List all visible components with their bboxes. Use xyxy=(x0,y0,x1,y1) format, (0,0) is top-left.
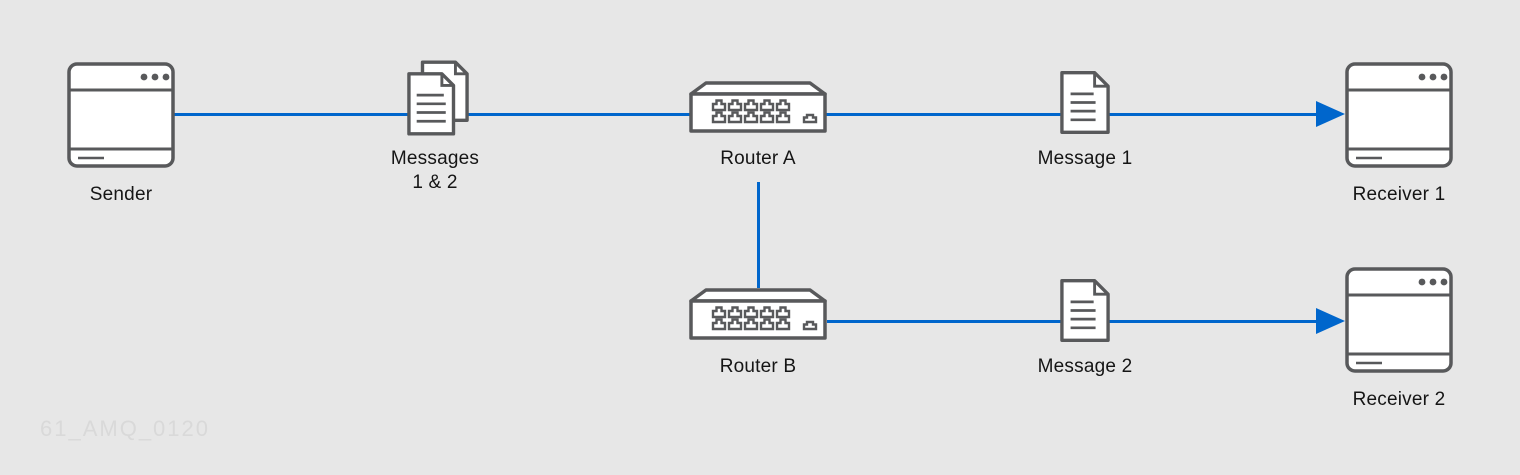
router-a-label: Router A xyxy=(720,148,796,169)
receiver-2-node xyxy=(1345,267,1453,373)
sender-node xyxy=(67,62,175,168)
message-2-node xyxy=(1060,278,1110,343)
messages-label-line2: 1 & 2 xyxy=(412,172,458,193)
receiver-1-label: Receiver 1 xyxy=(1352,184,1446,205)
arrowhead-into-receiver1-icon xyxy=(1316,101,1345,127)
message-1-label: Message 1 xyxy=(1037,148,1133,169)
router-a-node xyxy=(689,81,827,133)
receiver-2-label: Receiver 2 xyxy=(1352,389,1446,410)
router-b-label: Router B xyxy=(719,356,797,377)
network-router-icon xyxy=(689,288,827,340)
message-1-node xyxy=(1060,70,1110,135)
messages-node xyxy=(407,60,469,136)
connector-routerA-to-routerB xyxy=(757,182,760,288)
document-icon xyxy=(1060,279,1110,342)
watermark-text: 61_AMQ_0120 xyxy=(40,416,210,441)
network-router-icon xyxy=(689,81,827,133)
messages-label-line1: Messages xyxy=(390,148,480,169)
document-icon xyxy=(1060,71,1110,134)
message-2-label: Message 2 xyxy=(1037,356,1133,377)
browser-window-icon xyxy=(67,62,175,168)
sender-label: Sender xyxy=(89,184,153,205)
router-ports xyxy=(711,99,818,124)
router-b-node xyxy=(689,288,827,340)
browser-window-icon xyxy=(1345,62,1453,168)
messages-label: Messages 1 & 2 xyxy=(375,147,495,195)
receiver-1-node xyxy=(1345,62,1453,168)
browser-window-icon xyxy=(1345,267,1453,373)
router-ports xyxy=(711,306,818,331)
document-stack-icon xyxy=(407,60,469,136)
arrowhead-into-receiver2-icon xyxy=(1316,308,1345,334)
